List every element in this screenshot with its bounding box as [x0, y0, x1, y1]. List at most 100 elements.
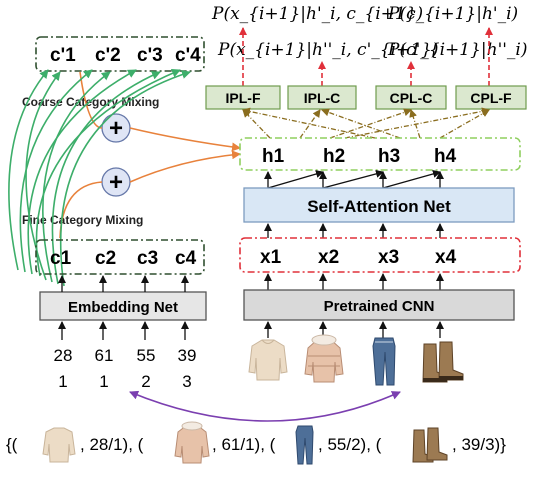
coarse-id-2: 1	[99, 372, 108, 391]
fine-id-2: 61	[95, 346, 114, 365]
input-arrows	[264, 223, 444, 238]
fine-token-3: c3	[137, 248, 158, 269]
fine-tokens: c1 c2 c3 c4	[50, 248, 197, 269]
head-arrows	[242, 107, 490, 139]
input-tokens: x1 x2 x3 x4	[260, 247, 457, 268]
coarse-id-4: 3	[182, 372, 191, 391]
embedding-net-box	[39, 291, 207, 321]
pretrained-cnn-box	[243, 289, 515, 321]
self-attention-label: Self-Attention Net	[307, 197, 451, 216]
green-arrow	[27, 69, 137, 275]
prob-ipl-c: P(x_{i+1}|h''_i, c'_{i+1})	[217, 40, 439, 60]
head-cpl-f: CPL-F	[455, 85, 527, 110]
input-token-4: x4	[435, 247, 457, 268]
self-attention-box	[243, 187, 515, 223]
image-arrows	[264, 321, 444, 338]
attention-arrow	[382, 170, 441, 189]
fine-id-3: 55	[137, 346, 156, 365]
prob-arrows	[239, 27, 493, 86]
sequence-sweatshirt-thumb	[42, 427, 76, 463]
input-feature-box	[239, 237, 521, 273]
prob-cpl-f: P(c'_{i+1}|h''_i)	[387, 40, 528, 60]
green-arrow	[25, 71, 61, 281]
self-attention-block: Self-Attention Net	[243, 187, 515, 223]
pretrained-cnn-block: Pretrained CNN	[243, 289, 515, 321]
prob-cpl-c: P(c_{i+1}|h'_i)	[387, 4, 518, 24]
input-token-2: x2	[318, 247, 339, 268]
green-arrow	[42, 71, 111, 283]
item-image-sweatshirt	[248, 339, 288, 381]
sequence-boots-thumb	[412, 427, 448, 463]
green-arrow	[8, 69, 49, 271]
attention-arrow	[267, 170, 324, 189]
head-ipl-c: IPL-C	[287, 85, 357, 110]
head-label: IPL-C	[304, 90, 341, 106]
input-token-3: x3	[378, 247, 399, 268]
head-arrow	[344, 107, 490, 139]
head-arrow	[321, 108, 401, 139]
coarse-token-1: c'1	[50, 45, 76, 66]
item-image-puffer-jacket	[304, 334, 344, 383]
coarse-category-box	[35, 36, 205, 72]
sequence-item-3: , 55/2), (	[318, 435, 382, 454]
sequence-jacket-thumb	[174, 421, 210, 464]
head-label: CPL-C	[390, 90, 433, 106]
hidden-tokens: h1 h2 h3 h4	[262, 146, 457, 167]
embedding-net-block: Embedding Net	[39, 291, 207, 321]
coarse-plus-to-h-arrow	[129, 127, 241, 152]
item-image-jeans	[372, 337, 396, 386]
head-arrow	[329, 108, 412, 139]
coarse-id-3: 2	[141, 372, 150, 391]
green-arrow	[60, 70, 191, 287]
head-arrow	[409, 109, 421, 139]
head-label: IPL-F	[226, 90, 261, 106]
head-ipl-f: IPL-F	[205, 85, 281, 110]
embedding-arrows	[58, 275, 189, 340]
head-cpl-c: CPL-C	[375, 85, 447, 110]
correspondence-arrow	[129, 390, 401, 422]
hidden-token-2: h2	[323, 146, 345, 167]
coarse-token-3: c'3	[137, 45, 163, 66]
embedding-to-coarse-arrows	[8, 68, 191, 287]
sequence-item-4: , 39/3)}	[452, 435, 506, 454]
sequence-item-2: , 61/1), (	[212, 435, 276, 454]
fine-token-2: c2	[95, 248, 116, 269]
coarse-id-1: 1	[58, 372, 67, 391]
embedding-net-label: Embedding Net	[68, 299, 178, 316]
head-arrow	[439, 109, 490, 139]
green-arrow	[51, 71, 161, 285]
head-label: CPL-F	[470, 90, 512, 106]
cnn-arrows	[264, 273, 444, 290]
head-box	[455, 85, 527, 110]
hidden-token-3: h3	[378, 146, 400, 167]
attention-arrow	[322, 169, 384, 189]
head-arrow	[242, 109, 271, 139]
input-token-1: x1	[260, 247, 282, 268]
sequence-jeans-thumb	[295, 425, 314, 465]
fine-token-4: c4	[175, 248, 197, 269]
fine-id-1: 28	[54, 346, 73, 365]
plus-sign: +	[109, 115, 123, 142]
head-arrow	[242, 107, 376, 139]
pretrained-cnn-label: Pretrained CNN	[324, 298, 435, 315]
coarse-tokens: c'1 c'2 c'3 c'4	[50, 45, 201, 66]
item-image-boots	[422, 341, 464, 383]
plus-sign: +	[109, 169, 123, 196]
coarse-token-2: c'2	[95, 45, 121, 66]
hidden-token-1: h1	[262, 146, 285, 167]
fine-category-box	[35, 239, 205, 275]
sequence-item-1: , 28/1), (	[80, 435, 144, 454]
plus-node-coarse: +	[101, 113, 131, 143]
coarse-ids: 1 1 2 3	[58, 372, 191, 391]
coarse-token-4: c'4	[175, 45, 201, 66]
green-arrow	[19, 69, 93, 273]
hidden-state-box	[239, 137, 521, 171]
prob-ipl-f: P(x_{i+1}|h'_i, c_{i+1})	[211, 4, 423, 24]
plus-node-fine: +	[101, 167, 131, 197]
sequence-open: {(	[6, 435, 18, 454]
attention-arrows	[264, 169, 444, 189]
fine-id-4: 39	[178, 346, 197, 365]
fine-token-1: c1	[50, 248, 72, 269]
fine-plus-to-h-arrow	[129, 150, 241, 183]
